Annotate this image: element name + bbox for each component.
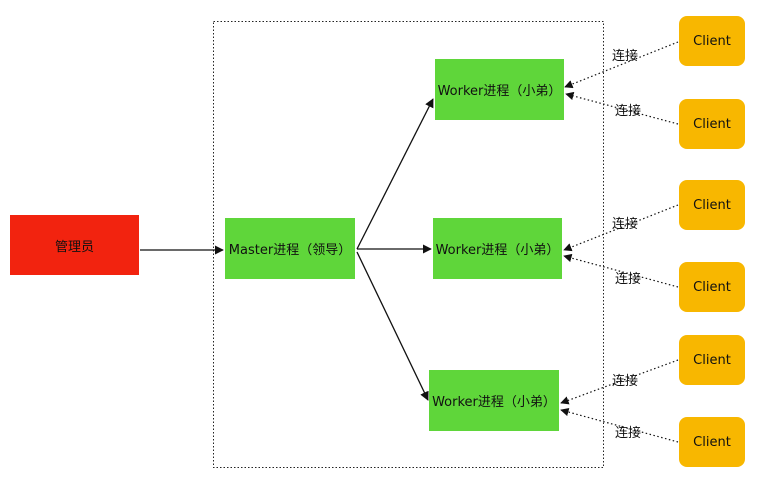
worker-process-node-3: Worker进程（小弟） — [429, 370, 559, 431]
admin-label: 管理员 — [54, 239, 94, 255]
connection-label: 连接 — [612, 49, 639, 64]
worker-label: Worker进程（小弟） — [435, 243, 560, 258]
connection-label: 连接 — [615, 272, 642, 287]
client-node-5: Client — [679, 335, 745, 385]
client-node-2: Client — [679, 99, 745, 149]
edge-client-1-to-worker-1 — [564, 41, 679, 89]
client-label: Client — [693, 33, 731, 49]
worker-label: Worker进程（小弟） — [437, 84, 562, 99]
client-label: Client — [693, 279, 731, 295]
connection-label: 连接 — [612, 217, 639, 232]
admin-node: 管理员 — [10, 215, 139, 275]
client-label: Client — [693, 352, 731, 368]
edge-client-6-to-worker-3 — [560, 407, 679, 443]
edge-master-to-worker-1 — [356, 98, 434, 250]
connection-label: 连接 — [615, 104, 642, 119]
edge-client-2-to-worker-1 — [565, 91, 679, 125]
client-node-6: Client — [679, 417, 745, 467]
worker-process-node-2: Worker进程（小弟） — [433, 218, 562, 279]
client-node-1: Client — [679, 16, 745, 66]
master-process-node: Master进程（领导） — [225, 218, 355, 279]
connection-label: 连接 — [615, 426, 642, 441]
connection-label: 连接 — [612, 374, 639, 389]
worker-process-node-1: Worker进程（小弟） — [435, 59, 564, 120]
client-node-3: Client — [679, 180, 745, 230]
process-container-border — [213, 21, 604, 468]
master-label: Master进程（领导） — [228, 243, 352, 258]
edge-client-5-to-worker-3 — [560, 359, 679, 405]
client-label: Client — [693, 116, 731, 132]
edge-client-3-to-worker-2 — [563, 204, 679, 252]
client-node-4: Client — [679, 262, 745, 312]
client-label: Client — [693, 434, 731, 450]
edge-master-to-worker-3 — [356, 251, 429, 401]
client-label: Client — [693, 197, 731, 213]
worker-label: Worker进程（小弟） — [432, 395, 556, 410]
